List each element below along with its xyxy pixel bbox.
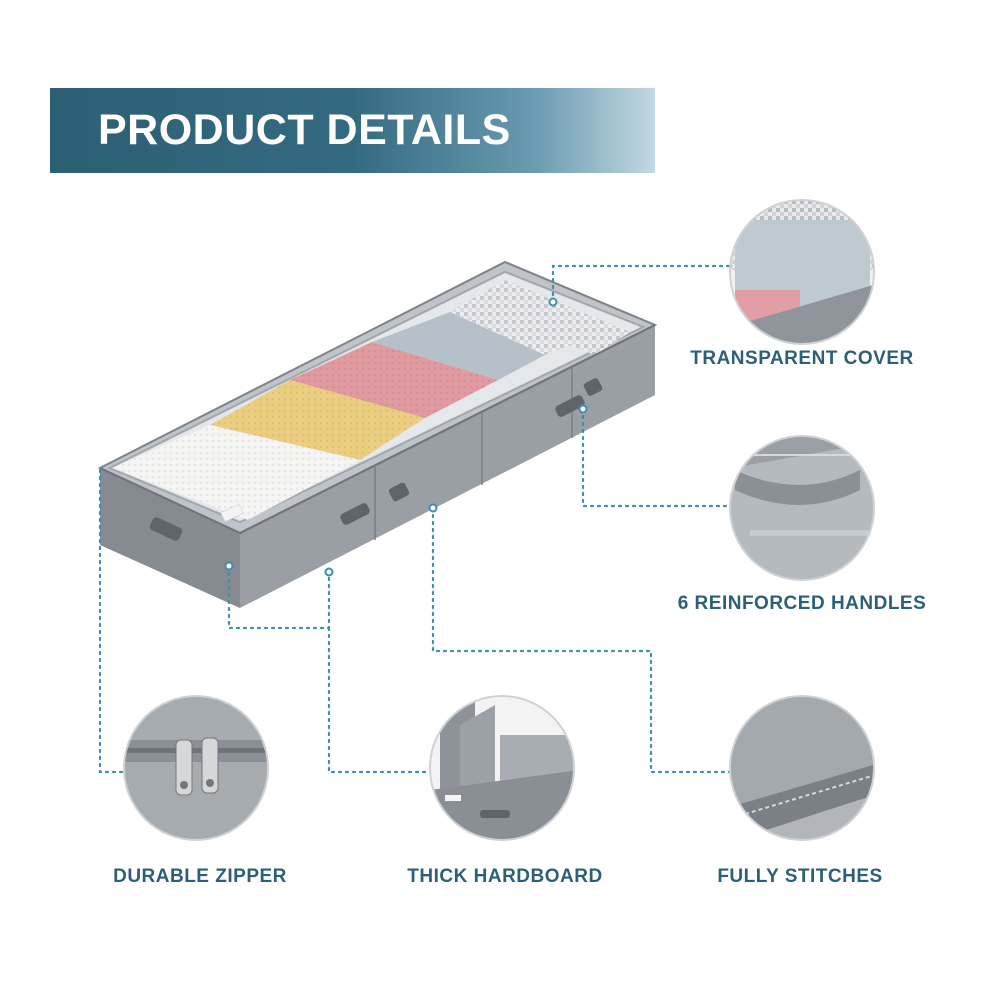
label-transparent-cover: TRANSPARENT COVER [690,348,914,369]
product-details-banner: PRODUCT DETAILS [50,88,655,173]
banner-title: PRODUCT DETAILS [98,106,511,154]
label-thick-hardboard: THICK HARDBOARD [407,866,603,887]
stitches-detail [730,696,874,840]
callout-lines [98,264,732,774]
label-reinforced-handles: 6 REINFORCED HANDLES [677,593,927,614]
reinforced-handles-detail [730,436,874,580]
zipper-detail [124,696,268,840]
label-durable-zipper: DURABLE ZIPPER [113,866,287,887]
transparent-cover-detail [730,200,874,344]
zipper-pull-icon [175,737,219,796]
label-fully-stitches: FULLY STITCHES [717,866,883,887]
hardboard-detail [430,696,574,840]
callout-dots [224,297,588,577]
side-handle-icon [149,378,603,541]
storage-bag [97,260,658,608]
